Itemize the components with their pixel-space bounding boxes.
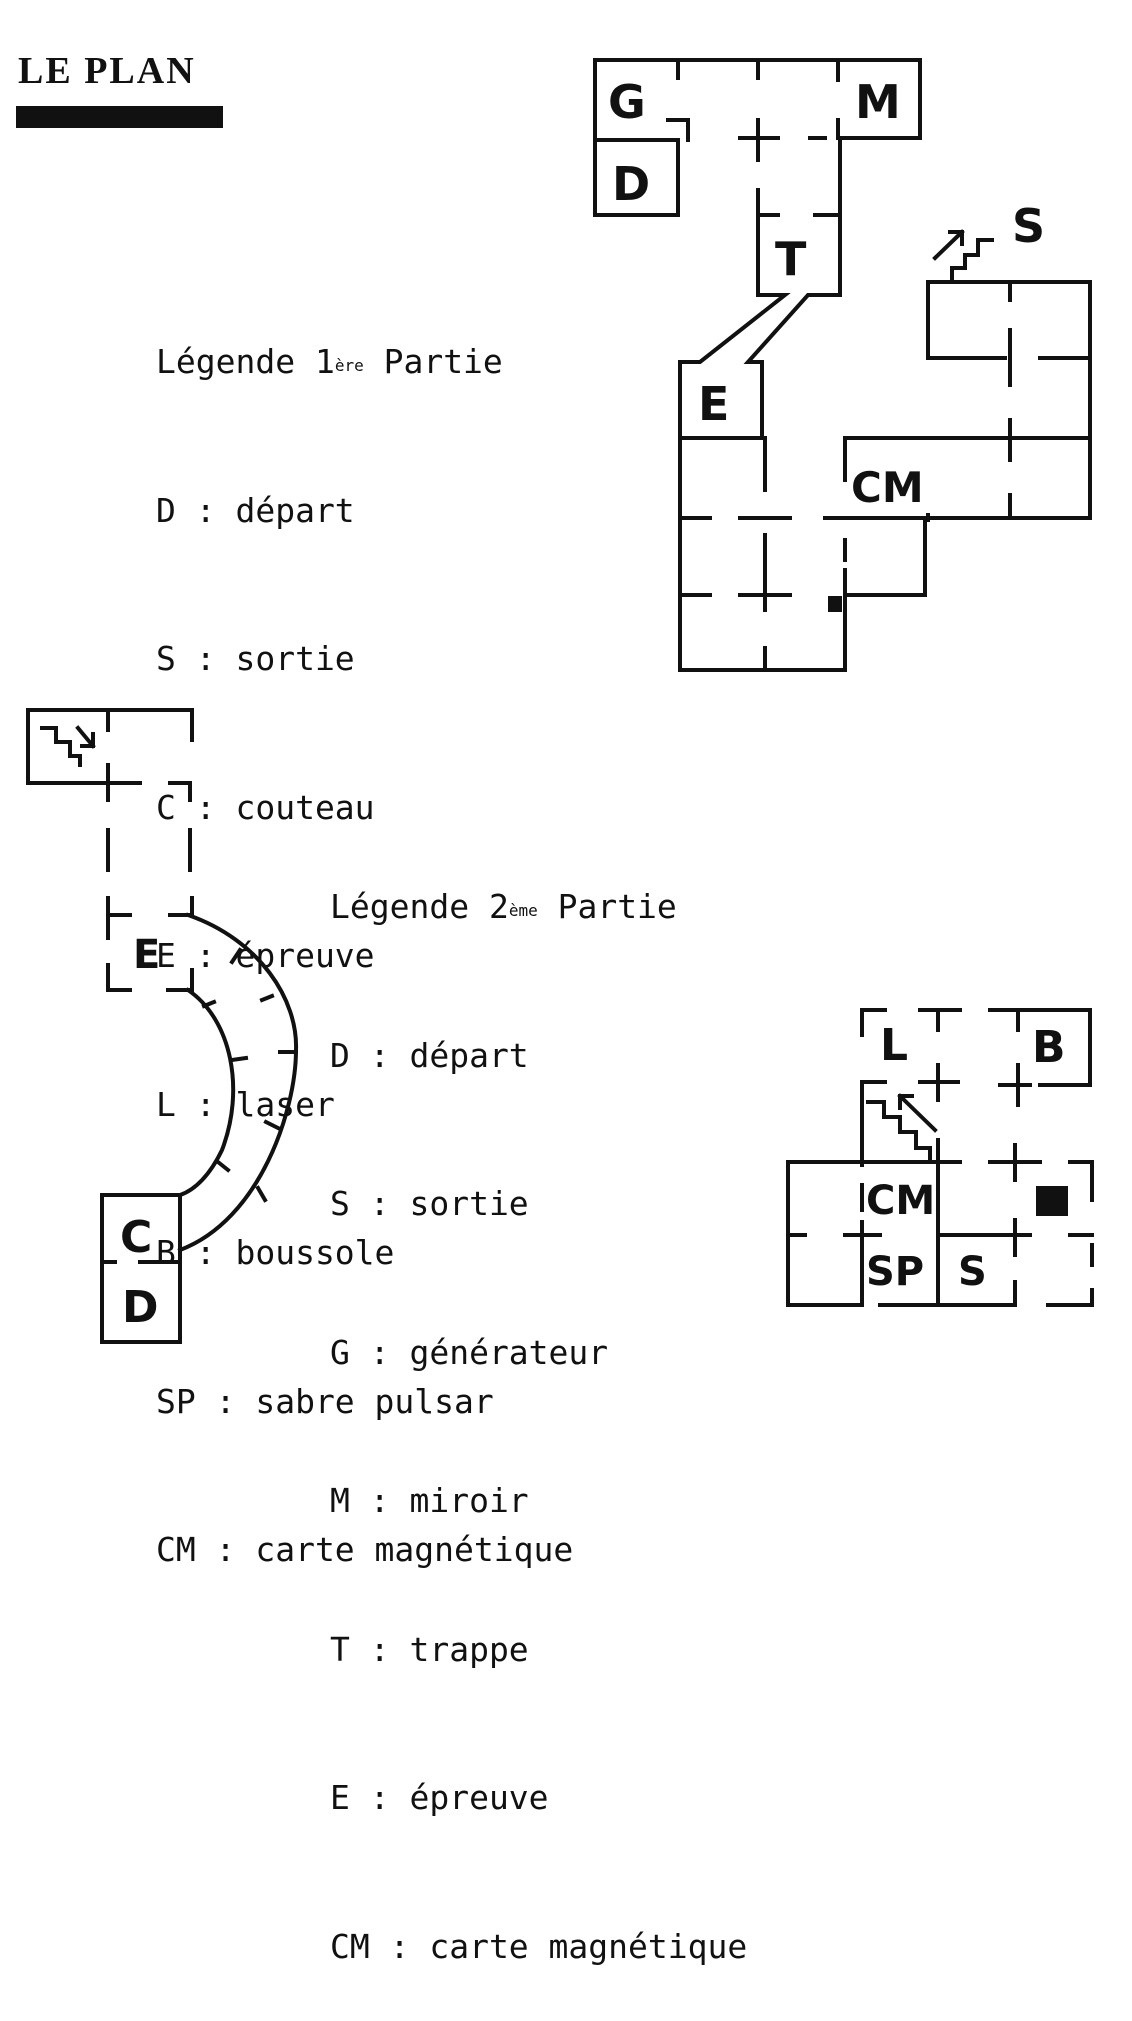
maps-canvas: G M D T S E CM E C D L B CM SP S: [26, 58, 1094, 1344]
item-marker-icon: [1036, 1186, 1068, 1216]
map2-arc-corridor: [177, 912, 299, 1253]
map1-label-g: G: [608, 75, 646, 129]
stairs-up-icon: [866, 1093, 938, 1160]
legend-item: S : sortie: [156, 639, 355, 678]
map1-label-d: D: [612, 157, 650, 211]
legend-item: T : trappe: [330, 1629, 529, 1669]
legend-item: CM : carte magnétique: [330, 1926, 748, 1966]
stairs-up-icon: [932, 229, 994, 284]
map3-label-l: L: [880, 1020, 908, 1071]
map2-label-c: C: [120, 1212, 152, 1263]
map1-label-t: T: [775, 232, 807, 286]
map2-label-d: D: [122, 1282, 159, 1333]
map2-label-e: E: [133, 932, 160, 978]
map3-label-cm: CM: [866, 1178, 935, 1224]
map3-label-b: B: [1032, 1022, 1066, 1073]
legend-heading: Légende 2ème Partie: [330, 887, 677, 926]
legend-item: C : couteau: [156, 787, 375, 827]
map1-label-s: S: [1012, 199, 1045, 253]
title-underline-bar: [16, 106, 223, 128]
item-marker-icon: [828, 596, 842, 612]
map-part-3: L B CM SP S: [786, 1008, 1094, 1307]
map1-label-e: E: [698, 377, 729, 431]
map1-walls: [593, 58, 1092, 672]
stairs-down-icon: [40, 725, 96, 767]
map3-label-sp: SP: [866, 1249, 924, 1295]
map1-label-cm: CM: [851, 463, 924, 512]
legend-item: D : départ: [330, 1035, 529, 1075]
map3-walls: [786, 1008, 1094, 1307]
map1-label-m: M: [855, 75, 901, 129]
legend-heading: Légende 1ère Partie: [156, 342, 503, 381]
map3-label-s: S: [958, 1249, 987, 1295]
legend-item: S : sortie: [330, 1184, 529, 1223]
legend-item: D : départ: [156, 490, 355, 530]
legend-item: E : épreuve: [330, 1778, 549, 1817]
legend-item: E : épreuve: [156, 936, 375, 975]
map2-arc-inner: [177, 987, 236, 1198]
map-part-2: E C D: [26, 708, 299, 1344]
map-part-1: G M D T S E CM: [593, 58, 1092, 672]
legend-item: M : miroir: [330, 1481, 529, 1520]
page-title: LE PLAN: [18, 50, 196, 92]
map2-walls: [26, 708, 194, 1344]
